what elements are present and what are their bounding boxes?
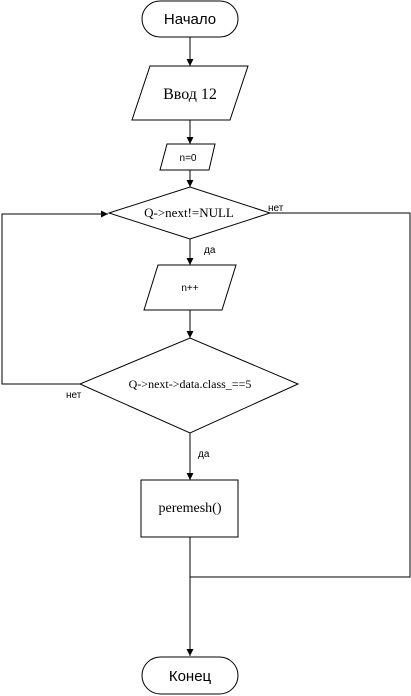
condition1-diamond (107, 186, 272, 240)
process-label: peremesh() (159, 501, 222, 516)
input-label: Ввод 12 (163, 86, 217, 103)
end-terminator (141, 656, 239, 695)
increment-parallelogram (143, 264, 237, 311)
init-label: n=0 (180, 153, 197, 164)
increment-label: n++ (181, 283, 198, 294)
condition2-diamond (78, 337, 300, 434)
condition1-label: Q->next!=NULL (144, 205, 234, 220)
condition1-yes-label: да (204, 245, 216, 256)
process-rectangle (140, 479, 239, 538)
condition1-no-label: нет (268, 203, 284, 214)
condition2-yes-label: да (198, 449, 210, 460)
start-terminator (141, 0, 239, 38)
end-terminator-label: Конец (169, 668, 212, 685)
input-parallelogram (131, 65, 249, 121)
loop-back-connector (1, 210, 108, 385)
exit-connector (190, 212, 411, 578)
condition2-label: Q->next->data.class_==5 (129, 377, 252, 391)
start-terminator-label: Начало (164, 11, 216, 28)
condition2-no-label: нет (66, 390, 82, 401)
init-parallelogram (159, 143, 216, 171)
